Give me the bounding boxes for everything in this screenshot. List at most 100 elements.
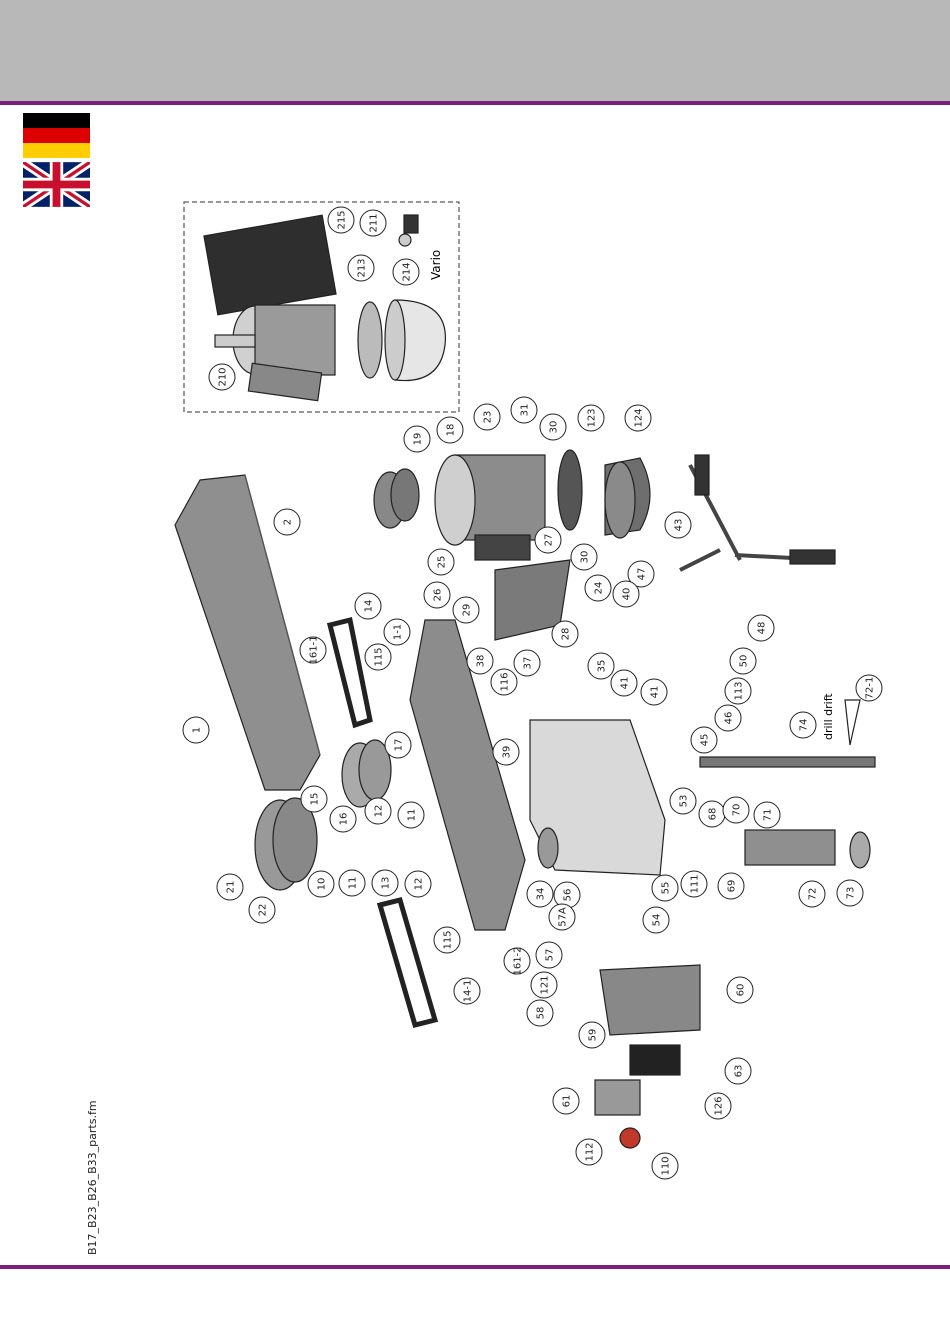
mounting-plate <box>409 619 526 931</box>
feed-handle <box>679 454 836 572</box>
callout-123: 123 <box>577 404 605 432</box>
callout-25: 25 <box>427 548 455 576</box>
callout-17: 17 <box>384 731 412 759</box>
svg-text:115: 115 <box>374 647 385 666</box>
svg-text:11: 11 <box>407 809 418 822</box>
callout-34: 34 <box>526 880 554 908</box>
svg-text:72: 72 <box>808 888 819 901</box>
svg-text:11: 11 <box>348 877 359 890</box>
callout-41: 41 <box>610 669 638 697</box>
callout-53: 53 <box>669 787 697 815</box>
svg-text:25: 25 <box>437 556 448 569</box>
callout-110: 110 <box>651 1152 679 1180</box>
header-band <box>0 0 950 101</box>
callout-24: 24 <box>584 574 612 602</box>
svg-text:41: 41 <box>650 686 661 699</box>
svg-text:21: 21 <box>226 881 237 894</box>
svg-text:47: 47 <box>637 568 648 581</box>
switch-box <box>599 964 701 1036</box>
svg-text:34: 34 <box>536 888 547 901</box>
callout-214: 214 <box>392 258 420 286</box>
svg-text:126: 126 <box>714 1096 725 1115</box>
svg-text:31: 31 <box>520 404 531 417</box>
svg-text:211: 211 <box>369 213 380 232</box>
svg-text:60: 60 <box>736 984 747 997</box>
callout-115: 115 <box>433 926 461 954</box>
svg-text:30: 30 <box>580 551 591 564</box>
callout-43: 43 <box>664 511 692 539</box>
svg-text:43: 43 <box>674 519 685 532</box>
svg-text:57: 57 <box>545 949 556 962</box>
callout-54: 54 <box>642 906 670 934</box>
callout-13: 13 <box>371 869 399 897</box>
callout-58: 58 <box>526 999 554 1027</box>
callout-56: 56 <box>553 881 581 909</box>
callout-73: 73 <box>836 879 864 907</box>
svg-text:29: 29 <box>462 604 473 617</box>
callout-61: 61 <box>552 1087 580 1115</box>
callout-46: 46 <box>714 704 742 732</box>
svg-text:61: 61 <box>562 1095 573 1108</box>
head-casting <box>529 719 666 876</box>
svg-text:50: 50 <box>739 655 750 668</box>
callout-2: 2 <box>273 508 301 536</box>
svg-text:46: 46 <box>724 712 735 725</box>
callout-12: 12 <box>404 870 432 898</box>
svg-text:26: 26 <box>433 589 444 602</box>
callout-55: 55 <box>651 874 679 902</box>
callout-211: 211 <box>359 209 387 237</box>
callout-35: 35 <box>587 652 615 680</box>
callout-19: 19 <box>403 425 431 453</box>
svg-text:16: 16 <box>339 813 350 826</box>
svg-text:72-1: 72-1 <box>865 677 876 700</box>
callout-57A: 57A <box>548 903 576 931</box>
callout-11: 11 <box>397 801 425 829</box>
svg-text:161-1: 161-1 <box>309 635 320 664</box>
callout-57: 57 <box>535 941 563 969</box>
svg-text:1: 1 <box>192 727 203 733</box>
callout-113: 113 <box>724 677 752 705</box>
svg-text:39: 39 <box>502 746 513 759</box>
vario-inset-frame <box>183 201 460 413</box>
callout-213: 213 <box>347 254 375 282</box>
svg-text:69: 69 <box>727 880 738 893</box>
svg-text:110: 110 <box>661 1156 672 1175</box>
svg-text:15: 15 <box>310 793 321 806</box>
svg-text:71: 71 <box>763 809 774 822</box>
callout-23: 23 <box>473 403 501 431</box>
uk-flag <box>23 162 90 207</box>
svg-text:113: 113 <box>734 681 745 700</box>
callout-10: 10 <box>307 870 335 898</box>
callout-27: 27 <box>534 526 562 554</box>
callout-38: 38 <box>466 647 494 675</box>
svg-text:22: 22 <box>258 904 269 917</box>
callout-29: 29 <box>452 596 480 624</box>
svg-text:215: 215 <box>337 210 348 229</box>
footer-rule <box>0 1265 950 1269</box>
svg-text:10: 10 <box>317 878 328 891</box>
svg-text:53: 53 <box>679 795 690 808</box>
callout-47: 47 <box>627 560 655 588</box>
callout-48: 48 <box>747 614 775 642</box>
svg-text:73: 73 <box>846 887 857 900</box>
vario-motor <box>203 214 337 402</box>
callout-14: 14 <box>354 592 382 620</box>
svg-text:58: 58 <box>536 1007 547 1020</box>
callout-69: 69 <box>717 872 745 900</box>
motor-fan <box>557 449 583 531</box>
svg-text:70: 70 <box>732 804 743 817</box>
svg-text:28: 28 <box>561 628 572 641</box>
svg-text:161-2: 161-2 <box>513 946 524 975</box>
callout-121: 121 <box>530 971 558 999</box>
svg-text:115: 115 <box>443 930 454 949</box>
callout-30: 30 <box>539 413 567 441</box>
motor-cover <box>604 457 651 539</box>
svg-text:30: 30 <box>549 421 560 434</box>
emergency-switch-box <box>594 1079 641 1116</box>
callout-124: 124 <box>624 404 652 432</box>
callout-30: 30 <box>570 543 598 571</box>
quill <box>744 829 871 869</box>
middle-pulley <box>341 739 392 808</box>
callout-60: 60 <box>726 976 754 1004</box>
